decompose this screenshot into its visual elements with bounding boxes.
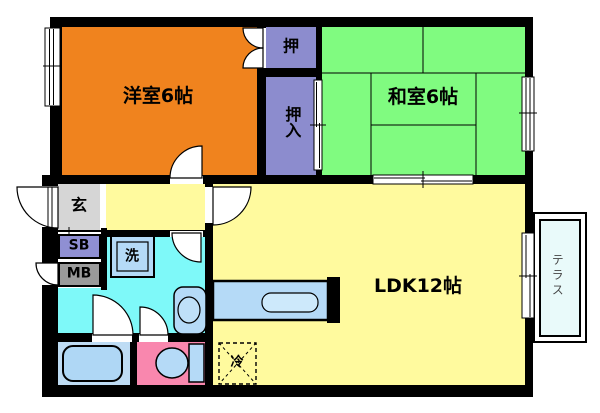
shoe-box [58,234,101,259]
label-washing-machine: 洗 [125,248,139,265]
entrance-floor [58,184,100,230]
wall-right [525,17,533,397]
bathroom-floor [58,342,130,385]
label-entrance: 玄 [70,195,88,215]
label-terrace: テラス [550,253,565,299]
wall-entry-side [101,228,107,290]
label-refrigerator: 冷 [230,355,244,371]
room-japanese [322,27,525,175]
closet-lower [266,77,316,175]
room-western [62,27,257,175]
wall-bottom [42,385,533,397]
washroom-floor-b [58,288,107,333]
wall-hall-washroom [101,230,213,237]
room-ldk [213,184,525,385]
wall-left-upper [50,17,62,184]
label-japanese: 和室6帖 [387,86,459,109]
wall-ldk-left [205,178,213,390]
label-meter-box: MB [66,265,92,282]
toilet-room-floor [137,342,205,385]
entrance-step [100,184,106,230]
label-closet-lower: 押入 [282,106,302,138]
meter-box [58,262,101,287]
terrace-inner [539,219,581,337]
wall-kitchen-stub [327,277,340,323]
closet-upper [266,27,316,68]
wall-top [50,17,533,27]
wall-closet-mid [266,68,316,77]
wall-closet-right [316,27,322,184]
label-closet-upper: 押 [282,36,300,56]
washroom-floor-a [107,237,205,333]
wall-left-lower [42,175,58,397]
wall-washroom-south [42,333,213,342]
label-shoe-box: SB [68,237,90,254]
label-ldk: LDK12帖 [373,275,463,298]
wall-bath-toilet [130,342,137,390]
label-western: 洋室6帖 [122,85,194,108]
wall-middle-horiz [42,175,533,184]
wall-closet-left [257,27,266,184]
hallway [106,184,205,230]
